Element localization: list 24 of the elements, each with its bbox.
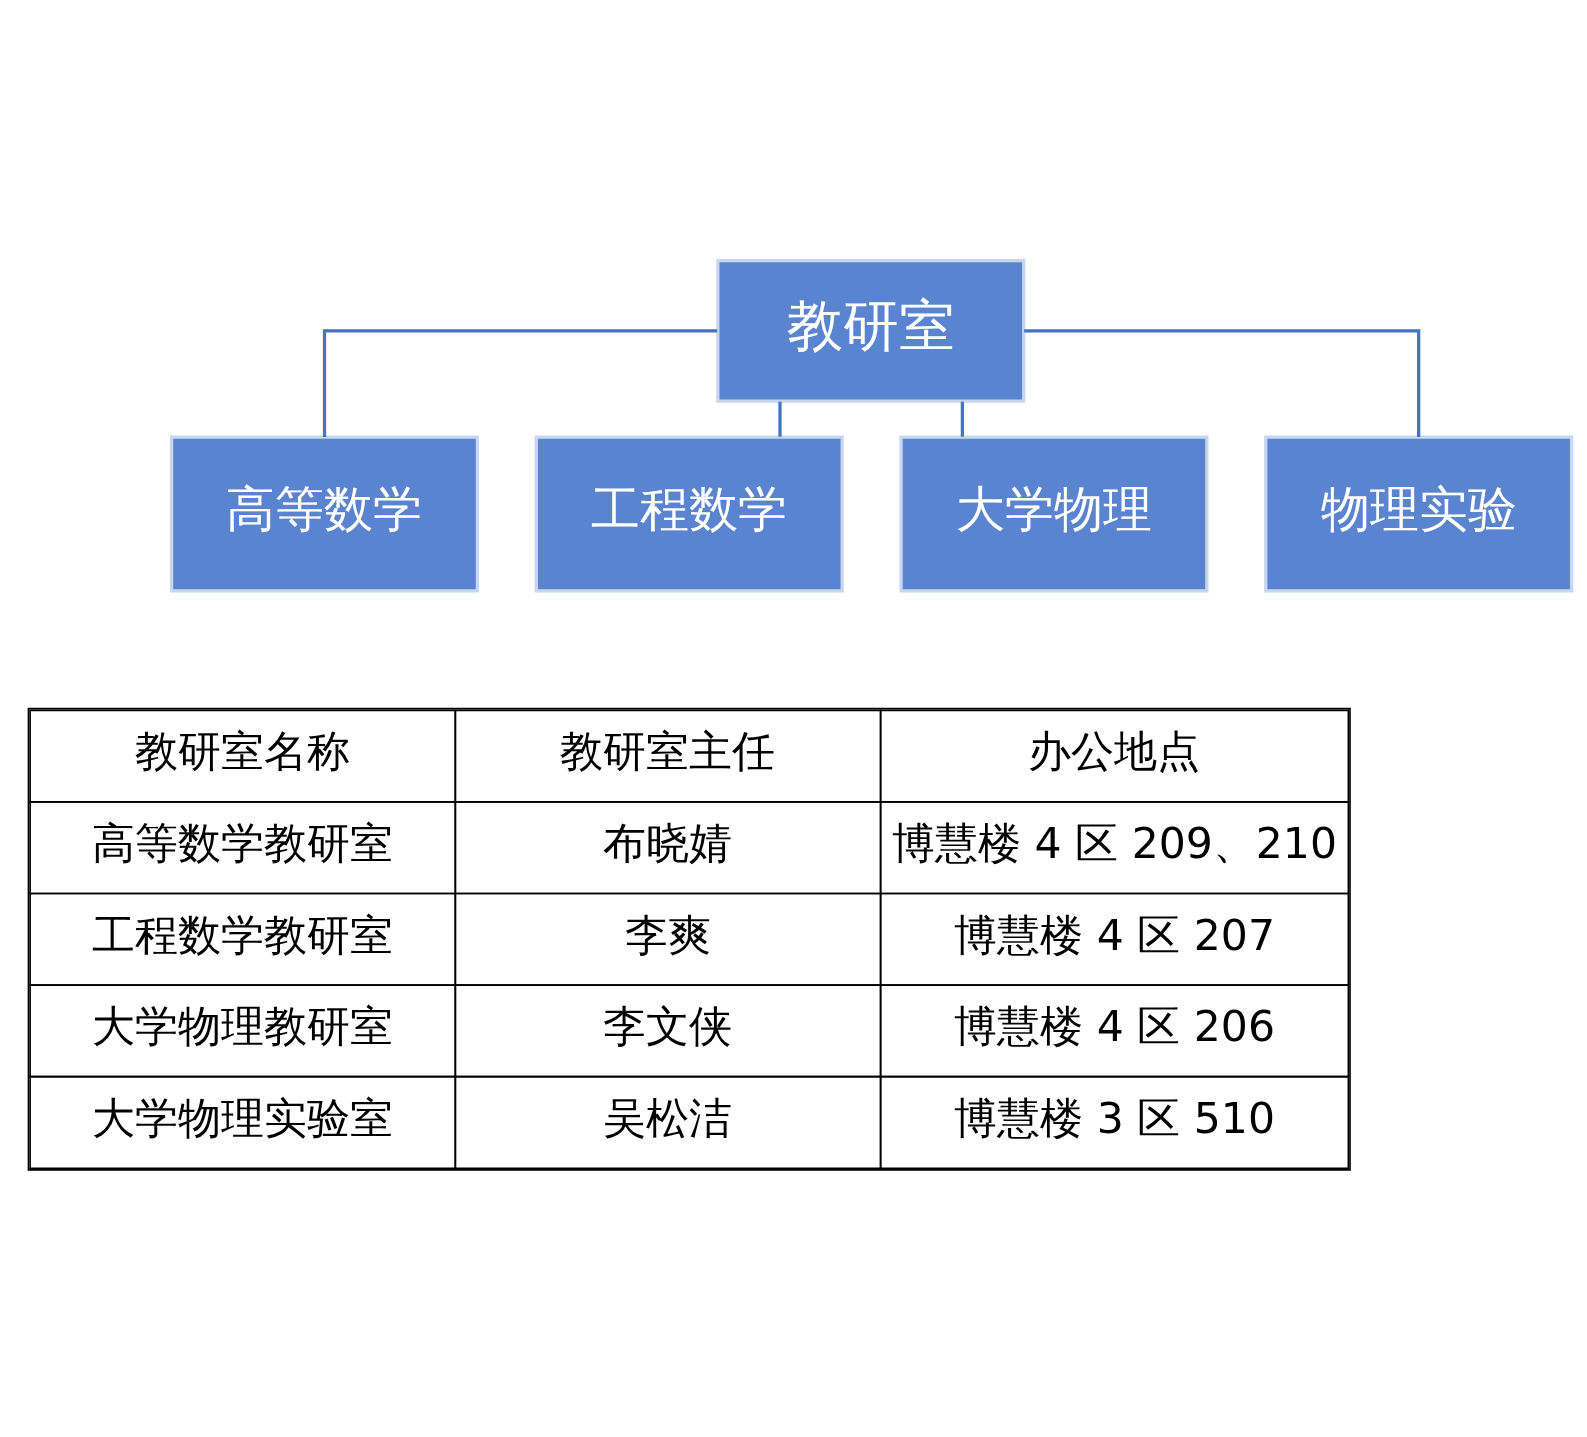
label: 博慧楼 3 区 510 bbox=[954, 1093, 1275, 1143]
label: 大学物理教研室 bbox=[92, 1002, 394, 1052]
label: 博慧楼 4 区 209、210 bbox=[892, 819, 1337, 869]
label: 大学物理实验室 bbox=[92, 1093, 394, 1143]
label: 吴松洁 bbox=[603, 1093, 733, 1143]
node-box: 教研室 bbox=[716, 258, 1026, 403]
label: 工程数学教研室 bbox=[92, 910, 394, 960]
node-box: 高等数学 bbox=[169, 435, 480, 593]
node-box: 物理实验 bbox=[1264, 435, 1574, 593]
connector bbox=[322, 329, 718, 437]
node-box: 工程数学 bbox=[534, 435, 844, 593]
label: 高等数学教研室 bbox=[92, 819, 394, 869]
label: 办公地点 bbox=[1027, 727, 1200, 777]
label: 教研室名称 bbox=[134, 727, 350, 777]
connector bbox=[778, 401, 782, 437]
connector bbox=[960, 401, 964, 437]
label: 布晓婧 bbox=[603, 819, 733, 869]
label: 博慧楼 4 区 206 bbox=[954, 1002, 1275, 1052]
node-box: 大学物理 bbox=[899, 435, 1209, 593]
label: 李文侠 bbox=[603, 1002, 733, 1052]
label: 李爽 bbox=[624, 910, 711, 960]
label: 教研室主任 bbox=[560, 727, 776, 777]
label: 博慧楼 4 区 207 bbox=[954, 910, 1275, 960]
connector bbox=[1024, 329, 1421, 437]
